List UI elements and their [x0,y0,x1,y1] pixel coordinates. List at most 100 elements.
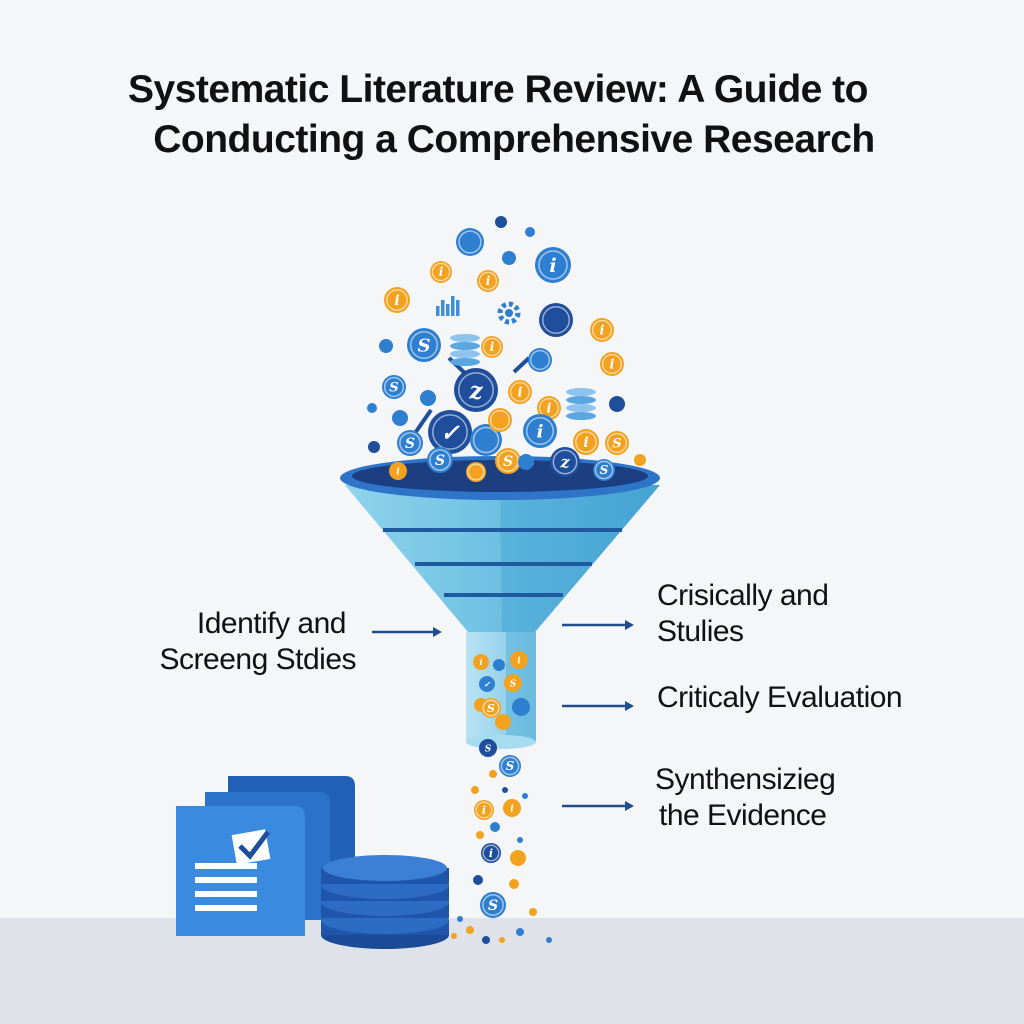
stream-coin-24 [499,937,505,943]
stream-coin-14 [490,822,500,832]
stage-label-synthesize: Synthensizieg the Evidence [655,762,836,834]
stream-coin-20 [466,926,474,934]
stream-coin-ring-17 [482,894,504,916]
stream-coin-18 [473,875,483,885]
cloud-coin-26 [392,410,408,426]
cloud-coin-11 [590,318,614,342]
stream-coin-19 [509,879,519,889]
info-icon: i [396,467,400,477]
info-icon: i [394,293,399,309]
cloud-coin-14 [481,336,503,358]
stream-coin-ring-12 [475,801,493,819]
checkmark-icon: ✓ [484,679,491,689]
dollar-icon: S [488,898,498,914]
cloud-coin-0 [456,228,484,256]
cloud-coin-41 [368,441,380,453]
cloud-coin-29 [523,414,557,448]
stream-coin-ring-15 [482,844,500,862]
info-icon: i [482,804,486,817]
cloud-coin-21 [537,396,561,420]
stream-coin-16 [510,850,526,866]
database-icon [450,342,480,350]
cloud-coin-ring-33 [429,449,451,471]
page-title-line1: Systematic Literature Review: A Guide to [128,68,869,111]
cloud-coin-39 [518,454,534,470]
info-icon: i [490,340,495,354]
cloud-coin-ring-18 [383,376,405,398]
info-icon: i [610,358,615,373]
cloud-coin-40 [488,408,512,432]
cloud-coin-31 [605,431,629,455]
stream-coin-31 [476,831,484,839]
cloud-coin-5 [477,270,499,292]
stage-label-identify-line2: Screeng Stdies [159,643,357,676]
cloud-coin-ring-4 [431,262,451,282]
cloud-coin-ring-5 [478,271,498,291]
cloud-coin-23 [609,396,625,412]
database-icon [566,412,596,420]
cloud-coin-ring-32 [399,432,421,454]
gear-icon [497,301,521,325]
cloud-coin-36 [593,459,615,481]
info-icon: i [537,421,544,442]
database-icon [450,358,480,366]
bar-chart-icon [436,306,440,316]
dollar-icon: S [600,463,609,477]
info-icon: i [486,274,491,288]
cloud-coin-ring-35 [552,449,578,475]
stage-arrows [372,620,634,811]
cloud-coin-ring-30 [575,431,597,453]
stream-coin-7 [512,698,530,716]
stage-label-identify-line1: Identify and [196,607,347,640]
cloud-coin-28 [470,424,502,456]
cloud-coin-ring-17 [529,349,551,371]
cloud-coin-16 [600,352,624,376]
dollar-icon: S [485,744,492,754]
zeta-icon: z [468,377,483,404]
stream-coin-10 [499,755,521,777]
dollar-icon: S [503,454,513,470]
stage-label-synthesize-line2: the Evidence [659,799,827,832]
bar-chart-icon [451,296,455,316]
cloud-coin-ring-16 [601,353,623,375]
cloud-coin-ring-12 [409,330,439,360]
cloud-coin-ring-3 [538,250,568,280]
database-stack-icon [321,855,449,949]
cloud-coin-15 [379,339,393,353]
dollar-icon: S [506,759,515,773]
cloud-coin-24 [367,403,377,413]
info-icon: i [517,656,521,666]
cloud-coin-33 [427,447,453,473]
stream-coin-25 [482,936,490,944]
bar-chart-icon [456,300,460,316]
bar-chart-icon [446,304,450,316]
stream-coin-4 [504,674,522,692]
cloud-coin-ring-19 [458,372,494,408]
cloud-coin-ring-20 [509,381,531,403]
stream-coin-22 [457,916,463,922]
dollar-icon: S [510,679,517,689]
stream-coin-8 [495,714,511,730]
stream-coin-1 [510,651,528,669]
cloud-coin-20 [508,380,532,404]
cloud-coin-ring-36 [594,460,614,480]
database-icon [566,404,596,412]
stream-coin-0 [473,654,489,670]
cloud-coin-27 [428,410,472,454]
stream-coin-17 [480,892,506,918]
info-icon: i [549,255,556,277]
stream-coin-26 [546,937,552,943]
stream-coin-28 [471,786,479,794]
dollar-icon: S [487,702,495,715]
cloud-coin-ring-38 [467,463,485,481]
cloud-coin-34 [495,448,521,474]
stage-label-evaluate-line1: Criticaly Evaluation [657,681,903,714]
info-icon: i [583,435,588,451]
cloud-coin-32 [397,430,423,456]
documents-icon [176,776,355,936]
cloud-coin-25 [420,390,436,406]
cloud-coin-35 [550,447,580,477]
database-icon [450,350,480,358]
zeta-icon: z [559,453,570,472]
gear-center [505,309,513,317]
